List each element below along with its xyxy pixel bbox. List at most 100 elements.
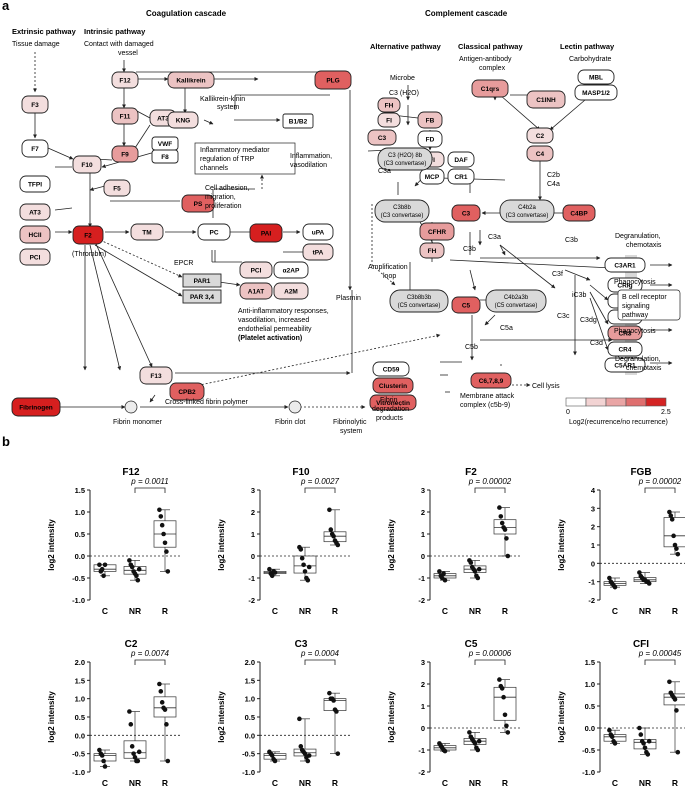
node-label: F2: [84, 233, 92, 240]
node-mcp: MCP: [419, 168, 445, 185]
node-label: PS: [194, 201, 203, 208]
data-point: [667, 509, 672, 515]
label-c3dg: C3dg: [580, 317, 597, 324]
data-point: [497, 505, 502, 510]
data-point: [298, 744, 304, 749]
data-point: [502, 527, 508, 532]
label-phagocytosis-1: Phagocytosis: [614, 279, 656, 286]
data-point: [437, 569, 442, 574]
data-point: [327, 507, 332, 513]
data-point: [164, 549, 169, 554]
node-f7: F7: [21, 139, 49, 158]
y-tick-label: -1.0: [72, 596, 85, 605]
box-c: [603, 727, 627, 746]
node-cr1: CR1: [447, 168, 475, 185]
label-kallikrein-kinin-2: system: [217, 104, 239, 111]
chart-title: CFI: [633, 639, 649, 650]
data-point: [162, 707, 168, 712]
y-tick-label: -1: [248, 574, 255, 583]
node-label: AT3: [157, 116, 169, 123]
legend-swatch: [585, 397, 607, 407]
y-tick-label: 0.5: [585, 702, 595, 711]
y-tick-label: 2: [251, 508, 255, 517]
header-complement: Complement cascade: [425, 9, 508, 18]
node-label: C4b2a3b: [504, 295, 529, 301]
data-point: [298, 547, 304, 552]
data-point: [157, 507, 162, 513]
data-point: [674, 546, 679, 551]
header-lectin: Lectin pathway: [560, 42, 615, 51]
data-point: [441, 571, 446, 576]
label-thrombin: (Thrombin): [72, 251, 106, 258]
node-label: CR1: [454, 174, 467, 181]
box-nr: [293, 716, 317, 764]
trigger-microbe: Microbe: [390, 75, 415, 82]
node-par1: PAR1: [182, 273, 222, 288]
y-tick-label: 4: [591, 486, 596, 495]
data-point: [501, 694, 506, 700]
data-point: [335, 542, 341, 548]
data-point: [302, 569, 308, 574]
label-c3b: C3b: [463, 246, 476, 253]
label-cell-lysis: Cell lysis: [532, 383, 560, 390]
chart-title: F2: [465, 467, 477, 478]
chart-title: C2: [125, 639, 138, 650]
node-c4bp: C4BP: [562, 204, 596, 222]
label-inflam-vaso-1: Inflammation,: [290, 153, 332, 160]
node-label: A1AT: [248, 289, 265, 296]
node-kallikrein: Kallikrein: [167, 71, 215, 89]
pathway-connectors: [33, 52, 673, 409]
y-tick-label: -0.5: [582, 746, 595, 755]
node-a1at: A1AT: [239, 282, 273, 300]
node-upa: uPA: [302, 223, 334, 241]
box-nr: [463, 558, 487, 581]
node-label: CD59: [383, 367, 400, 374]
legend-title: Log2(recurrence/no recurrence): [569, 419, 668, 426]
node-c3b8b3b1: C3b8b3b(C5 convertase): [389, 289, 449, 313]
x-category-label: C: [612, 778, 618, 788]
data-point: [607, 575, 612, 581]
data-point: [135, 577, 141, 583]
y-tick-label: 0.5: [245, 713, 255, 722]
data-point: [102, 562, 108, 568]
y-tick-label: 0: [251, 552, 255, 561]
node-label: TM: [142, 230, 151, 237]
y-tick-label: 0.5: [75, 530, 85, 539]
data-point: [476, 738, 482, 744]
label-c5a: C5a: [500, 325, 513, 332]
node-c1inh: C1INH: [526, 90, 566, 109]
node-label: C4BP: [570, 211, 588, 218]
x-category-label: C: [442, 778, 448, 788]
chart-title: FGB: [630, 467, 651, 478]
data-point: [301, 562, 306, 568]
data-point: [476, 566, 482, 572]
node-pc: PC: [197, 223, 231, 241]
node-c5ar1: C5AR1: [604, 357, 646, 373]
data-point: [669, 517, 675, 522]
data-point: [128, 722, 134, 727]
x-category-label: R: [162, 778, 168, 788]
data-point: [638, 732, 644, 737]
data-point: [297, 716, 302, 722]
trigger-antigen-1: Antigen-antibody: [459, 56, 512, 63]
node-c4b2a1: C4b2a(C3 convertase): [499, 199, 555, 223]
y-tick-label: 1.5: [245, 676, 255, 685]
y-tick-label: 3: [251, 486, 255, 495]
legend-swatch: [625, 397, 647, 407]
significance-bracket: [474, 487, 506, 493]
label-c3b-2: C3b: [565, 237, 578, 244]
box-r: [663, 679, 685, 755]
label-fdp-3: products: [376, 415, 403, 422]
node-c6789: C6,7,8,9: [470, 372, 512, 389]
y-tick-label: 2.0: [245, 658, 255, 667]
y-axis-label: log2 intensity: [217, 691, 226, 743]
node-tpa: tPA: [302, 243, 334, 261]
label-anti-3: endothelial permeability: [238, 326, 312, 333]
significance-bracket: [644, 487, 676, 493]
y-tick-label: 0.0: [245, 731, 255, 740]
node-c4b2a3b1: C4b2a3b(C5 convertase): [485, 289, 547, 313]
label-mac-2: complex (c5b-9): [460, 402, 510, 409]
y-tick-label: 2.0: [75, 658, 85, 667]
